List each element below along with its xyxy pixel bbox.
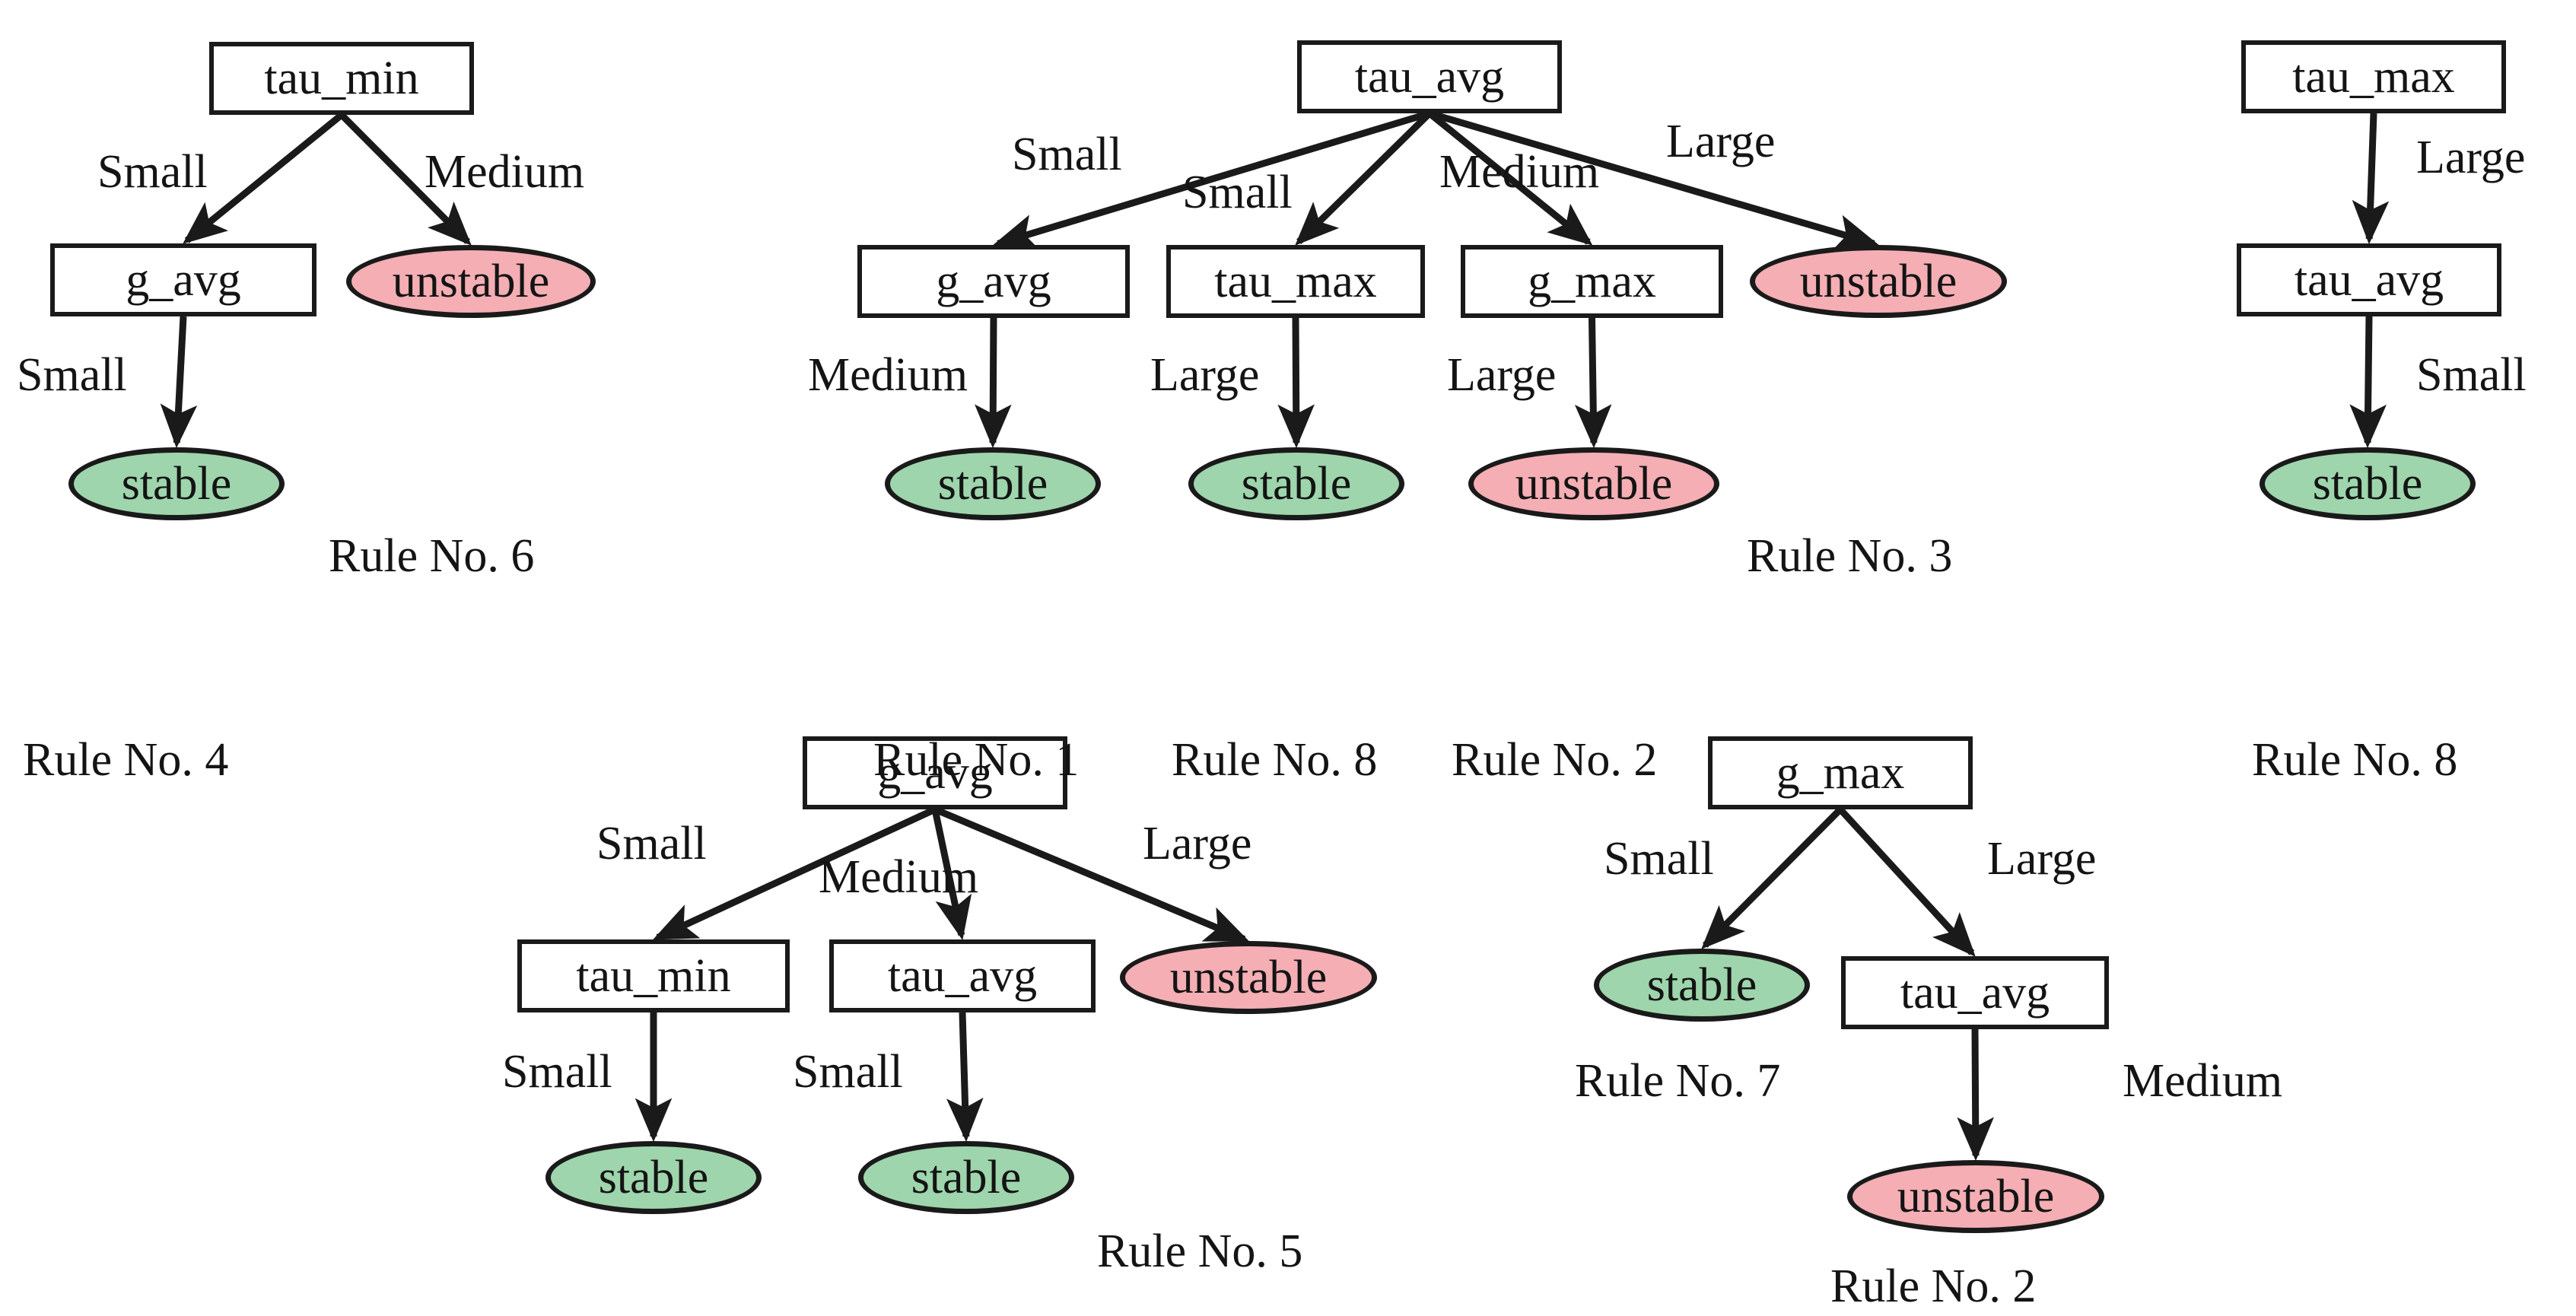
- edge-label-small-t4_e5: Small: [793, 1046, 903, 1098]
- leaf-node-stable-t2_stable8[interactable]: stable: [1188, 447, 1404, 520]
- leaf-node-unstable-t2_unstable2[interactable]: unstable: [1468, 447, 1719, 520]
- node-label: unstable: [1799, 256, 1957, 307]
- attribute-node-g-avg-t4_root[interactable]: g_avg: [803, 736, 1067, 809]
- rule-label-t4_r5: Rule No. 5: [1097, 1225, 1303, 1277]
- node-label: tau_avg: [1900, 967, 2050, 1019]
- rule-label-t3_r8: Rule No. 8: [2252, 734, 2458, 786]
- edge-label-small-t3_e2: Small: [2416, 349, 2527, 401]
- node-label: unstable: [1515, 458, 1673, 510]
- leaf-node-stable-t4_stable1[interactable]: stable: [858, 1141, 1074, 1214]
- node-label: unstable: [1897, 1171, 2055, 1222]
- attribute-node-g-avg-t2_gavg[interactable]: g_avg: [857, 245, 1130, 318]
- leaf-node-unstable-t2_unstable3[interactable]: unstable: [1750, 245, 2007, 318]
- edge-t4_e5: [946, 1012, 984, 1143]
- leaf-node-stable-t3_stable[interactable]: stable: [2260, 447, 2476, 520]
- edge-label-small-t2_e1: Small: [1012, 129, 1122, 180]
- attribute-node-tau-avg-t2_root[interactable]: tau_avg: [1297, 40, 1562, 113]
- rule-label-t1_r6: Rule No. 6: [329, 530, 535, 582]
- edge-t5_e2: [1837, 806, 1976, 957]
- rule-label-t2_r8: Rule No. 8: [1172, 734, 1378, 786]
- node-label: stable: [598, 1152, 709, 1203]
- rule-label-t2_r2: Rule No. 2: [1452, 734, 1658, 786]
- node-label: unstable: [392, 256, 550, 307]
- attribute-node-tau-max-t3_root[interactable]: tau_max: [2241, 40, 2506, 113]
- edge-label-large-t2_e4: Large: [1666, 116, 1776, 167]
- leaf-node-unstable-t5_unstable[interactable]: unstable: [1847, 1160, 2104, 1233]
- attribute-node-tau-min-t4_taumin[interactable]: tau_min: [517, 939, 790, 1012]
- attribute-node-tau-min-t1_root[interactable]: tau_min: [209, 42, 474, 115]
- edge-label-large-t4_e3: Large: [1143, 818, 1252, 869]
- rule-label-t2_r1: Rule No. 1: [873, 734, 1080, 786]
- edge-label-large-t3_e1: Large: [2416, 132, 2526, 183]
- node-label: tau_avg: [1354, 51, 1505, 103]
- node-label: g_max: [1776, 747, 1905, 799]
- node-label: tau_min: [576, 950, 731, 1002]
- node-label: stable: [2312, 458, 2423, 510]
- node-label: stable: [937, 458, 1048, 510]
- leaf-node-stable-t5_stable[interactable]: stable: [1594, 949, 1810, 1022]
- leaf-node-stable-t4_stable4[interactable]: stable: [545, 1141, 762, 1214]
- attribute-node-tau-avg-t4_tauavg[interactable]: tau_avg: [829, 939, 1096, 1012]
- rule-label-t5_r7: Rule No. 7: [1575, 1055, 1781, 1107]
- node-label: tau_avg: [2294, 254, 2444, 306]
- edge-label-large-t2_e7: Large: [1447, 349, 1557, 401]
- node-label: g_avg: [877, 747, 993, 799]
- node-label: tau_min: [264, 52, 419, 104]
- attribute-node-tau-avg-t5_tauavg[interactable]: tau_avg: [1841, 956, 2109, 1029]
- node-label: stable: [1241, 458, 1352, 510]
- node-label: g_avg: [126, 254, 241, 306]
- attribute-node-g-max-t5_root[interactable]: g_max: [1708, 736, 1973, 809]
- edge-label-small-t2_e2: Small: [1182, 167, 1293, 218]
- edge-t5_e1: [1701, 806, 1843, 949]
- node-label: stable: [1646, 959, 1757, 1011]
- node-label: g_avg: [936, 256, 1051, 307]
- edge-label-small-t1_e3: Small: [17, 349, 127, 401]
- node-label: unstable: [1169, 952, 1328, 1003]
- edge-t2_e5: [975, 317, 1012, 449]
- attribute-node-tau-max-t2_taumax[interactable]: tau_max: [1166, 245, 1425, 318]
- leaf-node-stable-t2_stable1[interactable]: stable: [885, 447, 1101, 520]
- edge-t5_e3: [1957, 1028, 1994, 1162]
- edge-t1_e3: [160, 316, 198, 449]
- edge-label-small-t4_e4: Small: [502, 1046, 612, 1098]
- attribute-node-g-max-t2_gmax[interactable]: g_max: [1461, 245, 1723, 318]
- edge-label-medium-t4_e2: Medium: [819, 851, 979, 903]
- edge-label-medium-t1_e2: Medium: [425, 146, 585, 198]
- node-label: stable: [911, 1152, 1022, 1203]
- edge-t2_e7: [1574, 317, 1612, 449]
- rule-label-t2_r3: Rule No. 3: [1747, 530, 1953, 582]
- attribute-node-g-avg-t1_gavg[interactable]: g_avg: [50, 243, 316, 316]
- edge-label-medium-t2_e5: Medium: [808, 349, 968, 401]
- rule-label-t5_r2: Rule No. 2: [1830, 1260, 2037, 1312]
- leaf-node-unstable-t1_unstable[interactable]: unstable: [346, 245, 596, 318]
- edge-label-medium-t2_e3: Medium: [1439, 146, 1600, 198]
- edge-t3_e2: [2349, 316, 2387, 449]
- edge-label-small-t4_e1: Small: [596, 818, 707, 869]
- attribute-node-tau-avg-t3_tauavg[interactable]: tau_avg: [2237, 243, 2501, 316]
- node-label: g_max: [1528, 256, 1656, 307]
- edge-t3_e1: [2352, 113, 2390, 245]
- node-label: tau_avg: [887, 950, 1038, 1002]
- node-label: stable: [121, 458, 232, 510]
- edge-t2_e2: [1295, 110, 1433, 246]
- edge-label-small-t1_e1: Small: [97, 146, 208, 198]
- node-label: tau_max: [2292, 51, 2455, 103]
- edge-label-small-t5_e1: Small: [1604, 833, 1714, 885]
- rule-label-t1_r4: Rule No. 4: [23, 734, 229, 786]
- edge-label-large-t5_e2: Large: [1987, 833, 2097, 885]
- node-label: tau_max: [1214, 256, 1377, 307]
- edge-label-large-t2_e6: Large: [1150, 349, 1260, 401]
- edge-label-medium-t5_e3: Medium: [2123, 1055, 2283, 1107]
- leaf-node-stable-t1_stable[interactable]: stable: [68, 447, 285, 520]
- edge-t1_e1: [183, 112, 344, 244]
- leaf-node-unstable-t4_unstable[interactable]: unstable: [1120, 941, 1377, 1014]
